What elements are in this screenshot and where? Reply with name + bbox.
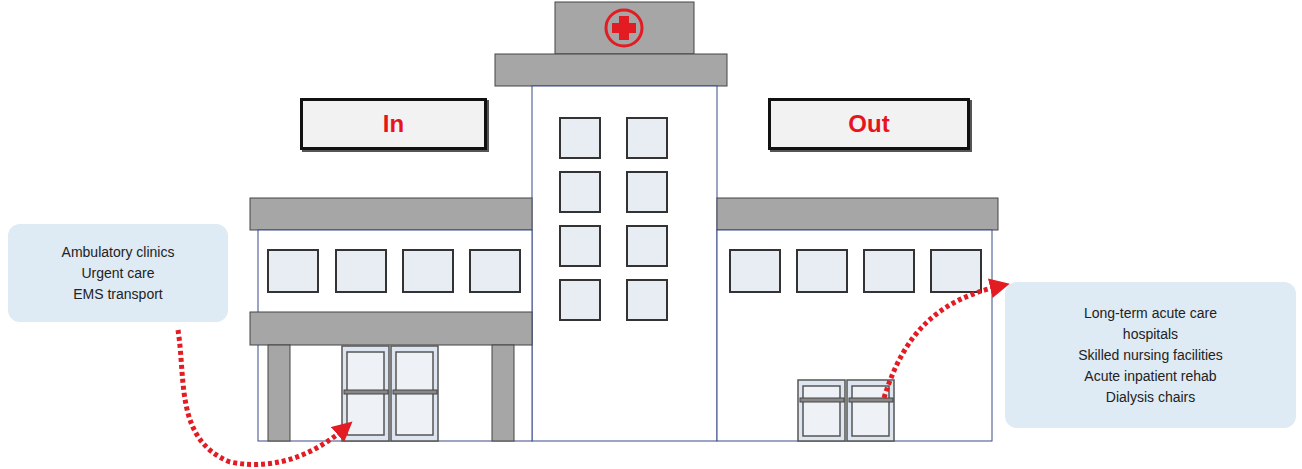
node-text: Skilled nursing facilities: [1078, 345, 1223, 366]
destination-box: Long-term acute care hospitalsSkilled nu…: [1005, 282, 1296, 428]
node-text: Out: [848, 110, 889, 138]
node-text: EMS transport: [73, 284, 162, 305]
node-text: In: [383, 110, 404, 138]
source-box: Ambulatory clinicsUrgent careEMS transpo…: [8, 224, 228, 322]
node-text: Long-term acute care hospitals: [1063, 303, 1238, 345]
node-text: Acute inpatient rehab: [1084, 366, 1216, 387]
node-text: Urgent care: [81, 263, 154, 284]
sign-board: In: [300, 98, 487, 150]
node-text: Dialysis chairs: [1106, 387, 1195, 408]
node-text: Ambulatory clinics: [62, 242, 175, 263]
sign-board: Out: [768, 98, 970, 150]
